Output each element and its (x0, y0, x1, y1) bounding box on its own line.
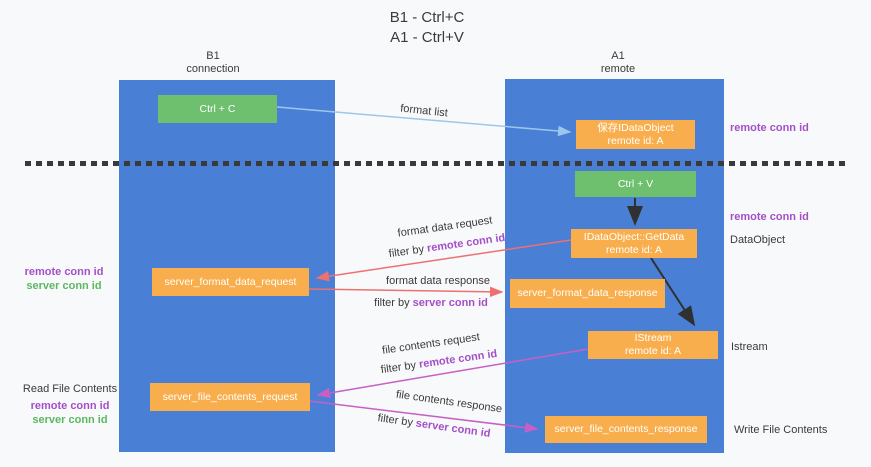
filter-by-text: filter by (380, 358, 420, 377)
file-response-filter-label: filter by server conn id (377, 412, 491, 440)
idataobject-getdata-box: IDataObject::GetData remote id: A (571, 229, 697, 258)
lane-header-a1: A1 remote (601, 50, 635, 76)
istream-line2: remote id: A (624, 345, 682, 357)
left-conn-id-annotation: remote conn id server conn id (18, 265, 110, 293)
remote-conn-id-annotation: remote conn id (30, 400, 110, 412)
server-format-data-request-box: server_format_data_request (152, 268, 309, 296)
format-list-label: format list (399, 102, 449, 120)
istream-box: IStream remote id: A (588, 331, 718, 359)
server-file-contents-response-label: server_file_contents_response (554, 423, 698, 435)
title-line-1: B1 - Ctrl+C (389, 9, 465, 26)
ctrl-c-label: Ctrl + C (199, 102, 236, 115)
write-file-contents-annotation: Write File Contents (734, 424, 828, 436)
filter-by-text: filter by (388, 242, 428, 261)
format-data-response-label: format data response (386, 275, 490, 287)
lane-header-b1: B1 connection (186, 50, 239, 76)
remote-conn-id-annotation-mid: remote conn id (730, 211, 809, 223)
istream-annotation: Istream (731, 341, 768, 353)
getdata-line1: IDataObject::GetData (583, 230, 685, 243)
lane-b1-name: B1 (206, 50, 220, 62)
phase-separator-dashed-line (25, 161, 845, 166)
read-file-contents-label: Read File Contents (22, 383, 118, 395)
arrow-format-data-response (308, 286, 504, 298)
save-idataobject-line2: remote id: A (607, 134, 664, 147)
filter-by-text: filter by (374, 297, 413, 309)
server-conn-id-annotation: server conn id (26, 280, 102, 292)
lane-b1-role: connection (186, 63, 240, 75)
remote-conn-id-annotation-top: remote conn id (730, 122, 809, 134)
server-format-data-response-label: server_format_data_response (517, 287, 658, 299)
remote-conn-id-annotation: remote conn id (24, 266, 104, 278)
format-response-filter-label: filter by server conn id (374, 297, 488, 309)
server-conn-id-key: server conn id (414, 417, 492, 440)
ctrl-v-box: Ctrl + V (575, 171, 696, 197)
server-file-contents-request-label: server_file_contents_request (162, 390, 298, 403)
file-contents-response-label: file contents response (395, 388, 503, 416)
ctrl-v-label: Ctrl + V (617, 177, 654, 190)
istream-line1: IStream (634, 332, 672, 344)
lane-a1-role: remote (600, 63, 636, 75)
diagram-title: B1 - Ctrl+C A1 - Ctrl+V (390, 8, 465, 48)
ctrl-c-box: Ctrl + C (158, 95, 277, 123)
getdata-line2: remote id: A (605, 243, 663, 256)
filter-by-text: filter by (376, 412, 417, 430)
lane-a1-name: A1 (611, 50, 625, 62)
read-file-contents-annotation: Read File Contents remote conn id server… (18, 382, 122, 427)
server-file-contents-request-box: server_file_contents_request (150, 383, 310, 411)
title-line-2: A1 - Ctrl+V (390, 29, 464, 46)
remote-conn-id-key: remote conn id (418, 347, 498, 371)
save-idataobject-line1: 保存IDataObject (597, 121, 674, 134)
server-conn-id-annotation: server conn id (32, 414, 108, 426)
server-format-data-response-box: server_format_data_response (510, 279, 665, 308)
server-format-data-request-label: server_format_data_request (164, 275, 297, 288)
server-file-contents-response-box: server_file_contents_response (545, 416, 707, 443)
server-conn-id-key: server conn id (412, 297, 488, 309)
save-idataobject-box: 保存IDataObject remote id: A (576, 120, 695, 149)
remote-conn-id-key: remote conn id (426, 231, 506, 255)
dataobject-annotation: DataObject (730, 234, 786, 246)
